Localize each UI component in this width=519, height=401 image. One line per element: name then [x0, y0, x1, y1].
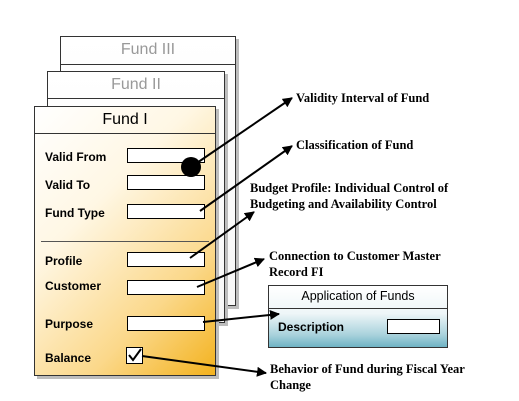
fund-ii-header-divider: [48, 98, 224, 99]
profile-label: Profile: [45, 254, 83, 268]
fund-ii-title: Fund II: [111, 76, 161, 93]
purpose-field[interactable]: [127, 316, 205, 331]
budget-profile-arrow: [189, 211, 255, 259]
application-header-divider: [269, 308, 447, 309]
valid-from-label: Valid From: [45, 150, 107, 164]
connection-annotation-line1: Connection to Customer Master: [269, 249, 441, 263]
classification-annotation: Classification of Fund: [296, 138, 414, 152]
fund-i-title: Fund I: [102, 111, 148, 128]
validity-arrow: [190, 97, 293, 168]
customer-field[interactable]: [127, 280, 205, 295]
section-divider: [41, 241, 209, 242]
fund-iii-header-divider: [61, 64, 235, 65]
purpose-arrow: [202, 309, 280, 323]
purpose-label: Purpose: [45, 317, 94, 331]
behavior-annotation-line2: Change: [270, 378, 311, 392]
fund-iii-title: Fund III: [120, 41, 176, 58]
description-label: Description: [278, 320, 345, 334]
valid-to-field[interactable]: [127, 175, 205, 190]
fund-i-card: Fund I Valid From Valid To Fund Type Pro…: [34, 106, 216, 376]
profile-field[interactable]: [127, 252, 205, 267]
application-of-funds-title: Application of Funds: [301, 289, 415, 303]
behavior-annotation-line1: Behavior of Fund during Fiscal Year: [270, 362, 465, 376]
budget-profile-annotation-line1: Budget Profile: Individual Control of: [250, 181, 449, 195]
behavior-arrow: [141, 355, 267, 377]
validity-annotation: Validity Interval of Fund: [296, 91, 430, 105]
fund-type-field[interactable]: [127, 204, 205, 219]
application-of-funds-box: Application of Funds Description: [268, 285, 448, 348]
fund-type-label: Fund Type: [45, 206, 105, 220]
fund-i-header-divider: [35, 133, 215, 134]
classification-arrow: [199, 145, 293, 212]
connection-arrow: [196, 257, 265, 288]
customer-label: Customer: [45, 279, 102, 293]
valid-to-label: Valid To: [45, 178, 91, 192]
checkmark-icon: [126, 347, 143, 364]
balance-label: Balance: [45, 351, 92, 365]
connection-annotation-line2: Record FI: [269, 265, 324, 279]
budget-profile-annotation-line2: Budgeting and Availability Control: [250, 197, 437, 211]
description-field[interactable]: [387, 319, 440, 334]
balance-checkbox[interactable]: [126, 347, 143, 364]
